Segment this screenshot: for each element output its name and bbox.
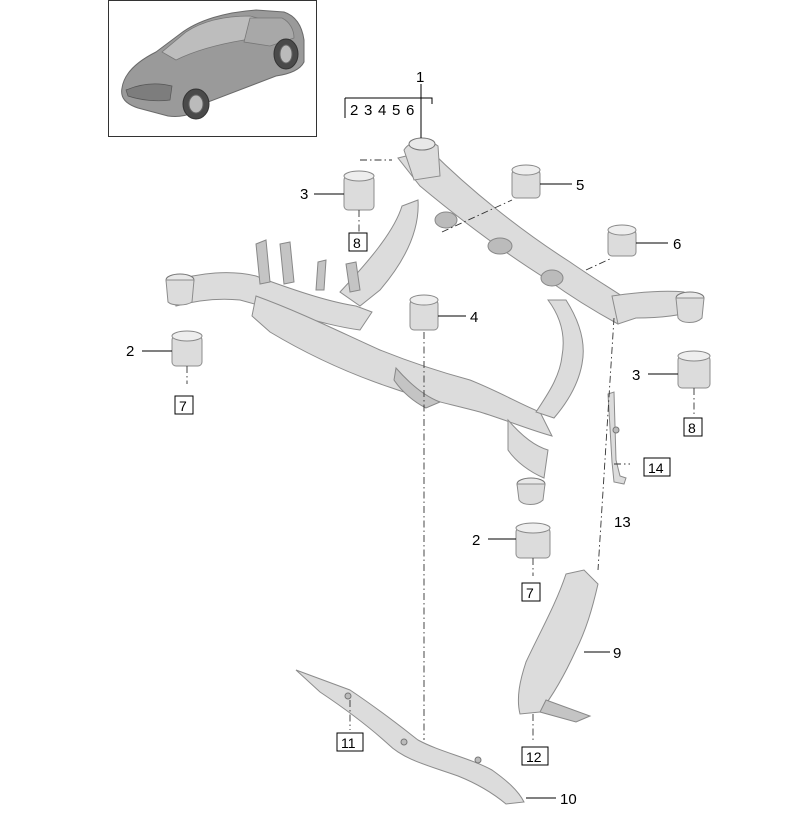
callout-label: 4: [470, 309, 478, 326]
boxed-callout-8-upper: 8: [348, 232, 368, 252]
bushing-part-5: [511, 164, 541, 199]
bushing-part-4: [409, 294, 439, 331]
callout-1: 1: [416, 69, 424, 86]
callout-label: 14: [648, 460, 664, 476]
sensor-bracket-part-13: [607, 391, 627, 485]
callout-label: 8: [353, 235, 361, 251]
group-label-5: 5: [392, 102, 400, 119]
boxed-callout-12: 12: [521, 746, 549, 766]
assembly-guide-lines: [186, 159, 695, 742]
group-label-6: 6: [406, 102, 414, 119]
heat-shield-part-9: [517, 569, 599, 723]
callout-5: 5: [540, 177, 584, 194]
callout-6: 6: [636, 236, 681, 253]
callout-label: 10: [560, 791, 577, 808]
callout-2-lower: 2: [472, 532, 516, 549]
callout-10: 10: [526, 791, 577, 808]
callout-label: 2: [126, 343, 134, 360]
boxed-callout-14: 14: [643, 457, 671, 477]
group-label-2: 2: [350, 102, 358, 119]
bushing-part-2-left: [171, 330, 203, 367]
callout-label: 12: [526, 749, 542, 765]
bushing-part-2-lower: [515, 522, 551, 559]
vehicle-thumbnail: [108, 0, 317, 137]
callout-label: 3: [300, 186, 308, 203]
boxed-callout-7-left: 7: [174, 395, 194, 415]
callout-3-right: 3: [632, 367, 678, 384]
callout-group: 1 2 3 4 5 6: [344, 69, 433, 138]
callout-13: 13: [614, 514, 631, 531]
boxed-callout-7-lower: 7: [521, 582, 541, 602]
callout-3-upper: 3: [300, 186, 344, 203]
group-bracket: [345, 97, 433, 104]
callout-label: 8: [688, 420, 696, 436]
callout-label: 3: [632, 367, 640, 384]
callout-label: 11: [341, 735, 356, 751]
callout-label: 13: [614, 514, 631, 531]
callout-label: 6: [673, 236, 681, 253]
callout-4: 4: [438, 309, 478, 326]
boxed-callout-8-right: 8: [683, 417, 703, 437]
rear-subframe-part-1: [165, 137, 705, 505]
callout-label: 2: [472, 532, 480, 549]
bushing-part-3-upper: [343, 170, 375, 211]
car-icon: [121, 9, 305, 120]
callout-label: 7: [179, 398, 187, 414]
callout-label: 5: [576, 177, 584, 194]
group-label-4: 4: [378, 102, 386, 119]
callout-label: 9: [613, 645, 621, 662]
bushing-part-6: [607, 224, 637, 257]
callout-9: 9: [584, 645, 621, 662]
callout-2-left: 2: [126, 343, 172, 360]
bushing-part-3-right: [677, 350, 711, 389]
group-label-3: 3: [364, 102, 372, 119]
underbody-bracket-part-10: [295, 669, 525, 805]
callout-label: 7: [526, 585, 534, 601]
boxed-callout-11: 11: [336, 732, 364, 752]
